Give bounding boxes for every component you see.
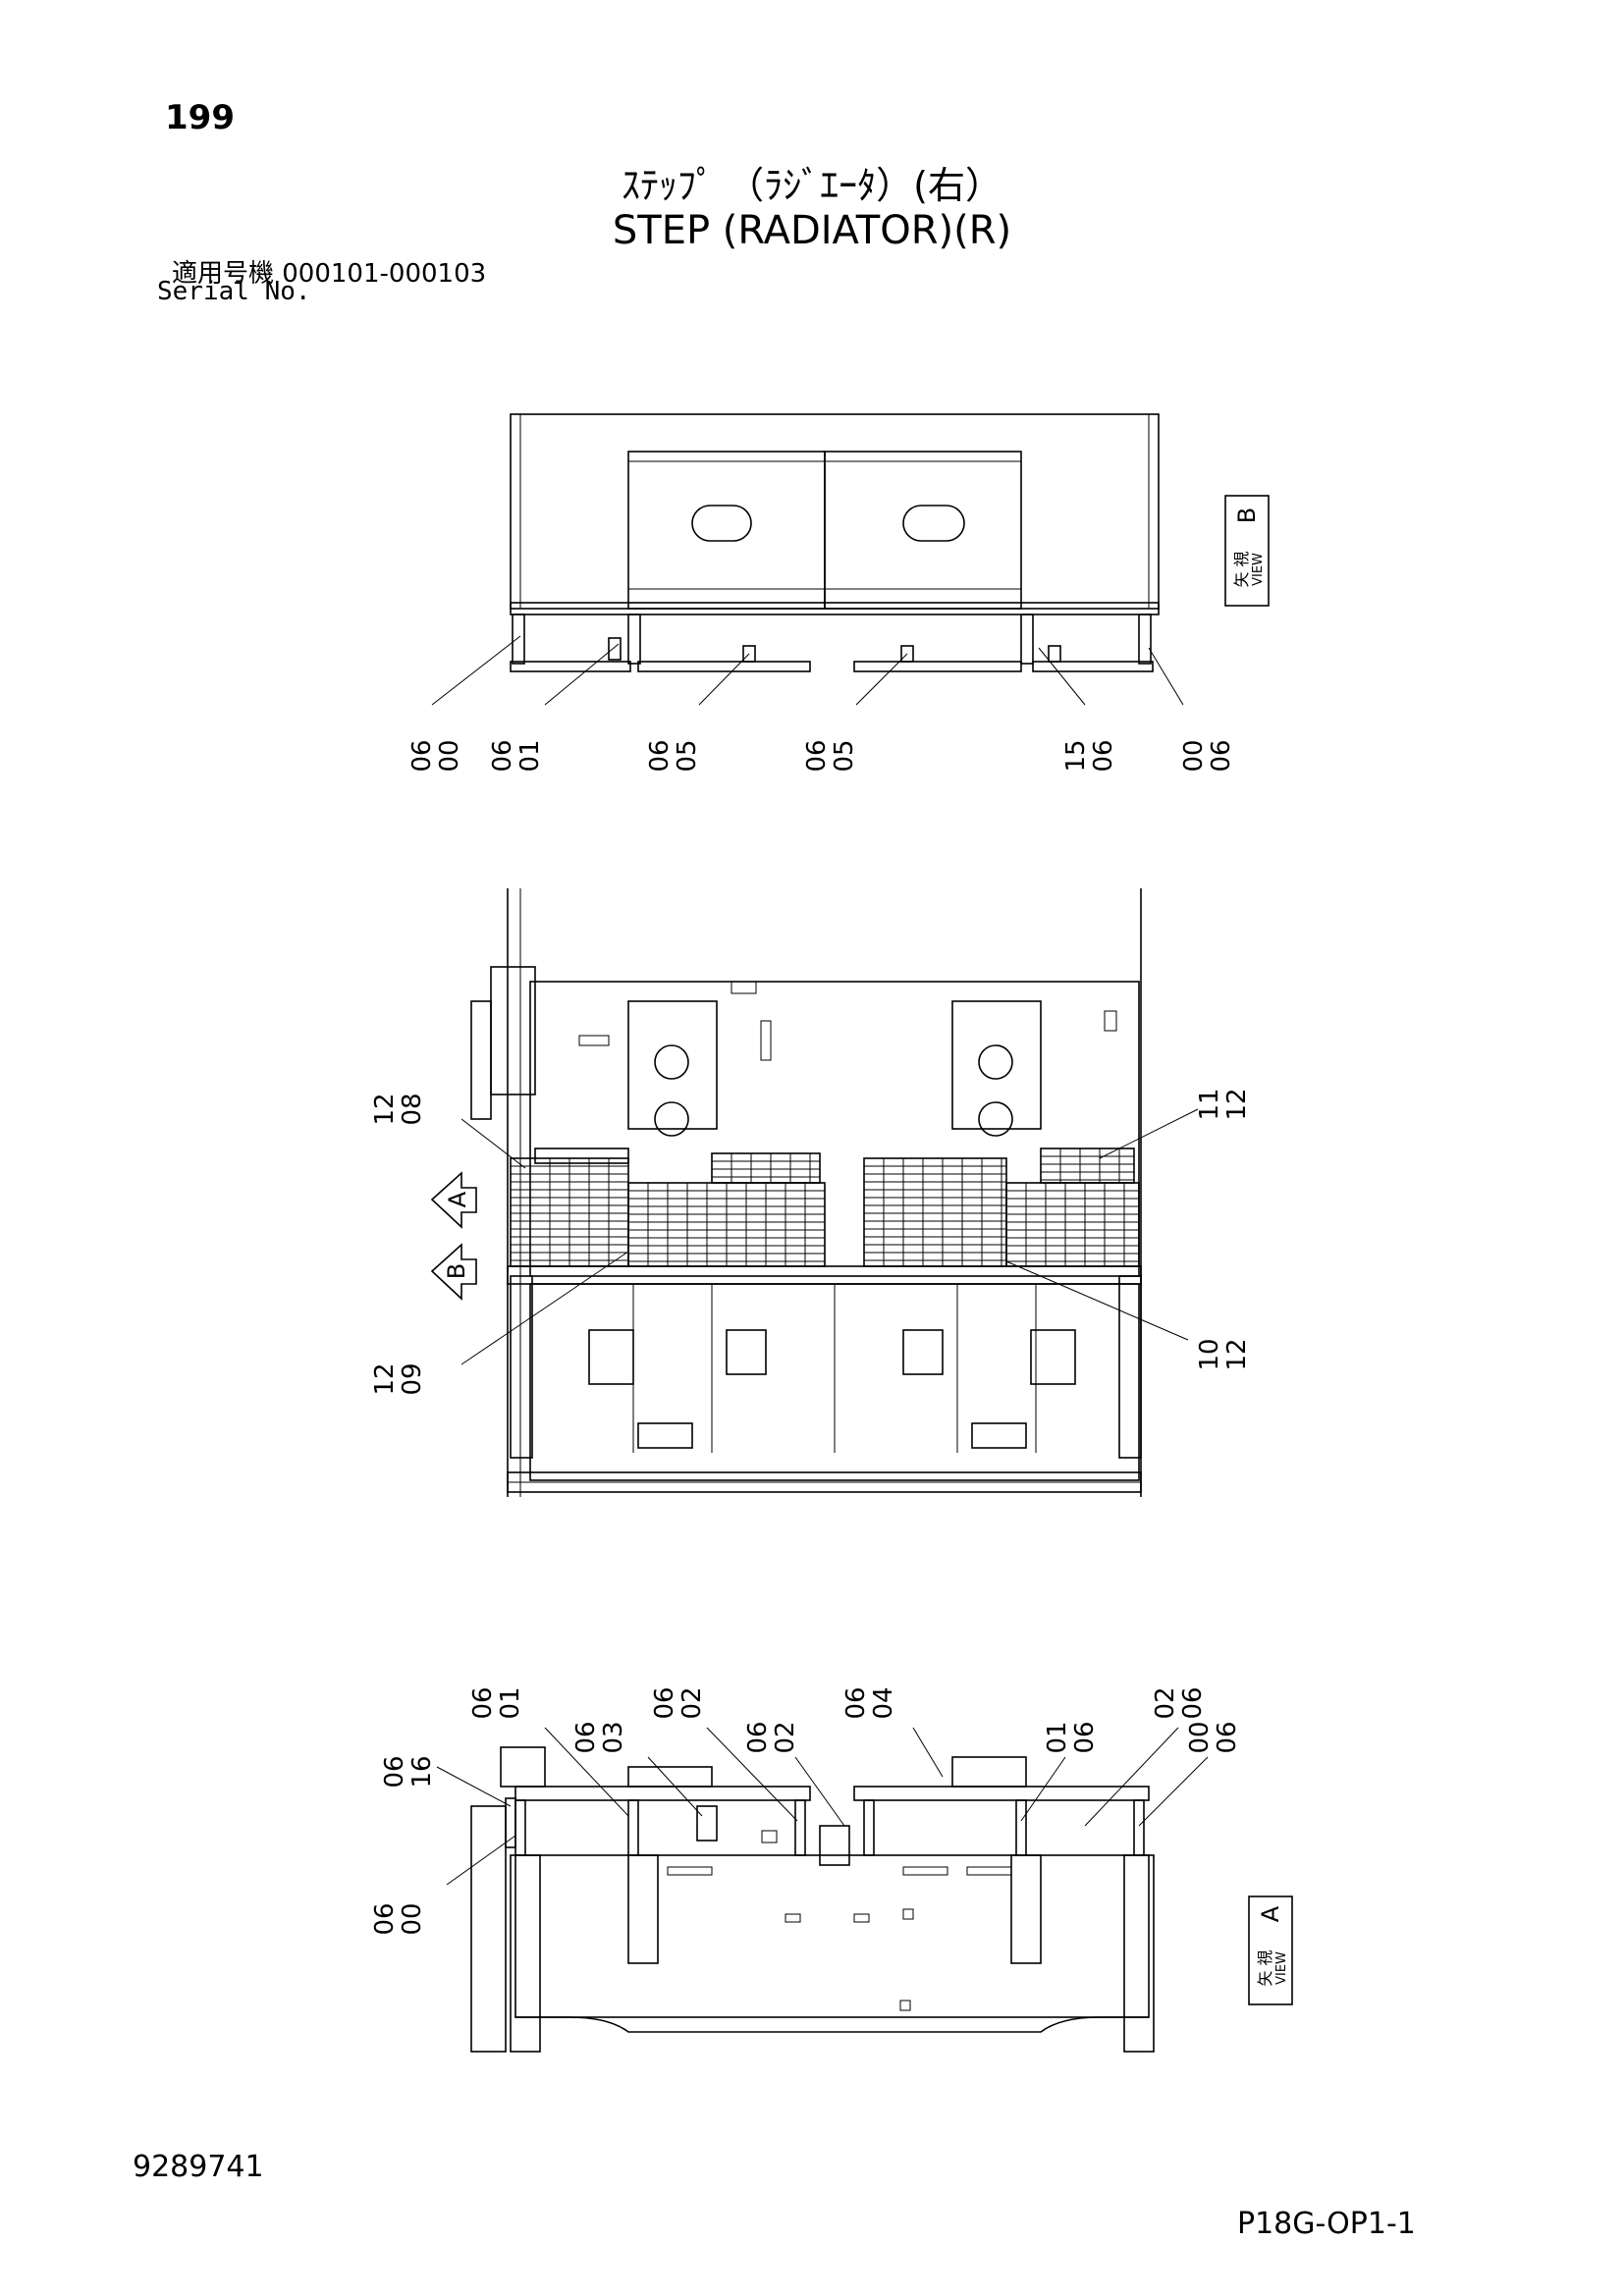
callout-b-3-bottom: 05 (673, 739, 702, 772)
view-b-drawing (510, 413, 1160, 672)
title-english: STEP (RADIATOR)(R) (612, 208, 1012, 253)
arrow-b-letter: B (443, 1263, 470, 1279)
callout-b-1-bottom: 00 (435, 739, 464, 772)
page-code: P18G-OP1-1 (1237, 2207, 1416, 2241)
view-a-letter: A (1257, 1905, 1284, 1922)
callout-b-5-top: 15 (1061, 739, 1091, 772)
callout-p-4-top: 10 (1195, 1338, 1224, 1370)
callout-p-3-bottom: 12 (1222, 1088, 1252, 1120)
callout-p-2-bottom: 09 (398, 1362, 427, 1395)
callout-b-2-top: 06 (488, 739, 517, 772)
callout-a-10-bottom: 06 (1213, 1721, 1242, 1753)
callout-a-7-bottom: 04 (869, 1686, 898, 1719)
view-a-leaders (436, 1727, 1209, 1886)
callout-a-9-top: 02 (1151, 1686, 1180, 1719)
callout-b-2-bottom: 01 (515, 739, 545, 772)
view-arrow-b: B (430, 1243, 477, 1301)
callout-a-1-bottom: 16 (407, 1755, 437, 1788)
plan-view-drawing (470, 888, 1142, 1497)
callout-a-5-bottom: 02 (677, 1686, 707, 1719)
callout-a-3-bottom: 01 (496, 1686, 525, 1719)
view-arrow-a: A (430, 1171, 477, 1229)
callout-p-3-top: 11 (1195, 1088, 1224, 1120)
grating-bars (511, 1148, 1139, 1266)
view-a-label: 矢 視 VIEW A (1248, 1896, 1293, 2005)
callout-a-8-bottom: 06 (1070, 1721, 1100, 1753)
callout-b-6-top: 00 (1179, 739, 1209, 772)
arrow-a-letter: A (444, 1191, 471, 1207)
callout-b-6-bottom: 06 (1207, 739, 1236, 772)
callout-a-2-bottom: 00 (398, 1902, 427, 1935)
view-b-jp: 矢 視 (1232, 551, 1251, 587)
callout-a-7-top: 06 (841, 1686, 871, 1719)
plan-view-leaders (460, 1108, 1199, 1365)
callout-a-6-top: 06 (743, 1721, 773, 1753)
view-a-callouts: 06 16 06 00 06 01 06 03 06 02 06 02 06 0… (370, 1686, 1242, 1935)
callout-a-1-top: 06 (380, 1755, 409, 1788)
view-a-jp: 矢 視 (1256, 1949, 1274, 1986)
callout-a-8-top: 01 (1043, 1721, 1072, 1753)
view-a-drawing (470, 1746, 1155, 2053)
callout-p-4-bottom: 12 (1222, 1338, 1252, 1370)
callout-a-2-top: 06 (370, 1902, 400, 1935)
view-b-leaders (431, 635, 1184, 706)
callout-p-1-top: 12 (370, 1093, 400, 1125)
callout-a-4-bottom: 03 (599, 1721, 628, 1753)
view-a-en: VIEW (1274, 1951, 1289, 1985)
callout-a-4-top: 06 (571, 1721, 601, 1753)
serial-applicable-label: 適用号機 000101-000103 (172, 259, 487, 289)
callout-p-2-top: 12 (370, 1362, 400, 1395)
callout-b-4-bottom: 05 (830, 739, 859, 772)
callout-b-5-bottom: 06 (1089, 739, 1118, 772)
title-japanese: ｽﾃｯﾌﾟ （ﾗｼﾞｴｰﾀ）(右） (622, 164, 1002, 207)
view-b-label: 矢 視 VIEW B (1224, 495, 1270, 607)
plan-view-callouts: 12 08 12 09 11 12 10 12 (370, 1088, 1252, 1395)
view-b-en: VIEW (1251, 553, 1266, 586)
callout-a-9-bottom: 06 (1178, 1686, 1208, 1719)
page-number: 199 (165, 98, 235, 137)
callout-p-1-bottom: 08 (398, 1093, 427, 1125)
callout-a-3-top: 06 (468, 1686, 498, 1719)
part-number: 9289741 (133, 2150, 264, 2184)
callout-b-1-top: 06 (407, 739, 437, 772)
callout-a-5-top: 06 (650, 1686, 679, 1719)
callout-a-10-top: 00 (1185, 1721, 1215, 1753)
callout-a-6-bottom: 02 (771, 1721, 800, 1753)
callout-b-3-top: 06 (645, 739, 675, 772)
serial-no-label: Serial No. (157, 277, 311, 306)
view-b-letter: B (1233, 507, 1261, 523)
view-b-callouts: 06 00 06 01 06 05 06 05 15 06 00 06 (407, 739, 1236, 772)
callout-b-4-top: 06 (802, 739, 832, 772)
